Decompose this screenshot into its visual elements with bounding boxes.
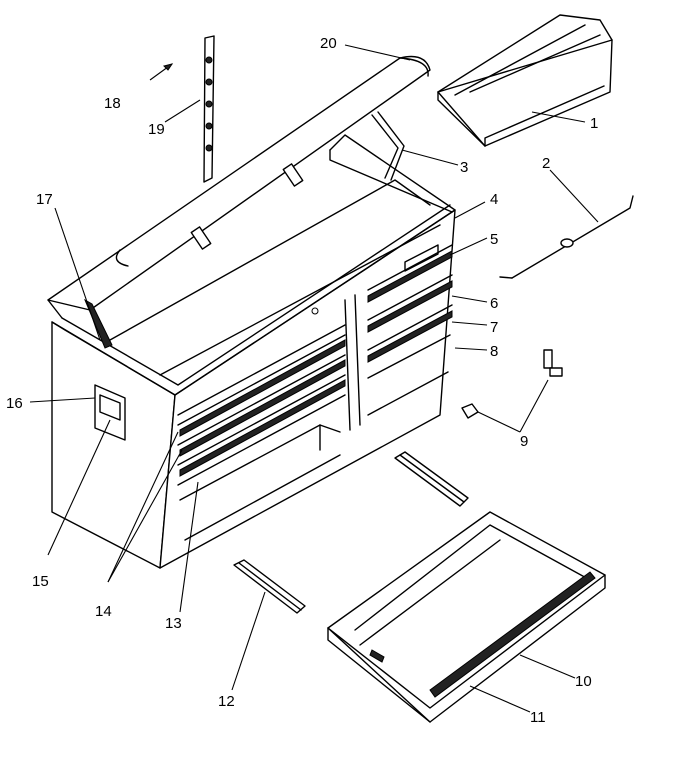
callout-13: 13	[165, 615, 182, 632]
callout-18: 18	[104, 95, 121, 112]
large-drawer-drawing	[327, 511, 606, 723]
callout-8: 8	[490, 343, 498, 360]
callout-labels: 1 2 3 4 5 6 7 8 9 10 11 12 13 14 15 16 1…	[6, 35, 598, 726]
callout-11: 11	[530, 709, 546, 726]
callout-7: 7	[490, 319, 498, 336]
callout-5: 5	[490, 231, 498, 248]
drawer-slides-drawing	[233, 451, 469, 614]
callout-14: 14	[95, 603, 112, 620]
callout-3: 3	[460, 159, 468, 176]
callout-9: 9	[520, 433, 528, 450]
callout-19: 19	[148, 121, 165, 138]
callout-20: 20	[320, 35, 337, 52]
lid-stay-drawing	[371, 111, 405, 181]
leader-lines	[29, 44, 599, 713]
callout-12: 12	[218, 693, 235, 710]
callout-2: 2	[542, 155, 550, 172]
callout-16: 16	[6, 395, 23, 412]
tray-drawing	[437, 14, 613, 147]
lock-rod-drawing	[499, 195, 634, 279]
callout-17: 17	[36, 191, 53, 208]
callout-15: 15	[32, 573, 49, 590]
callout-4: 4	[490, 191, 498, 208]
callout-10: 10	[575, 673, 592, 690]
piano-hinge-drawing	[149, 35, 215, 183]
chest-body-drawing	[51, 134, 456, 569]
callout-6: 6	[490, 295, 498, 312]
lock-drawing	[461, 349, 563, 419]
callout-1: 1	[590, 115, 598, 132]
